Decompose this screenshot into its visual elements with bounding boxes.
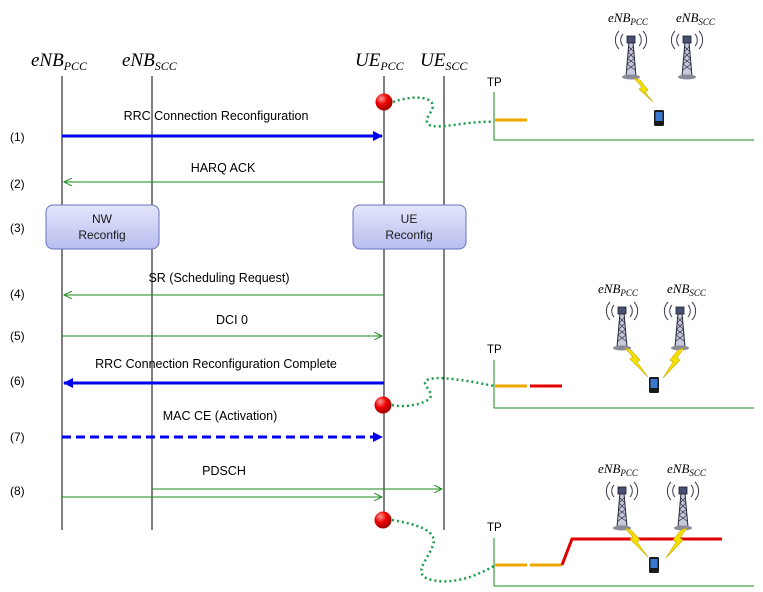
ue-phone-icon-2 — [649, 377, 659, 393]
entity-ue-pcc-sub: PCC — [379, 59, 404, 73]
ue-state-marker-3 — [374, 511, 392, 529]
entity-ue-pcc-main: UE — [355, 50, 381, 71]
tower-scc-icon-2 — [663, 301, 697, 351]
step-3: (3) — [10, 221, 25, 235]
link-bolt-pcc-2 — [624, 347, 649, 378]
nw-reconfig-line1: NW — [92, 212, 113, 226]
entity-enb-pcc-sub: PCC — [63, 59, 88, 73]
step-2: (2) — [10, 177, 25, 191]
msg-rrc-complete-label: RRC Connection Reconfiguration Complete — [95, 357, 337, 371]
svg-text:eNBPCC: eNBPCC — [31, 50, 88, 73]
ue-phone-icon-3 — [649, 557, 659, 573]
inset-1: TP eNBPCC eNBSCC — [375, 10, 754, 141]
entity-enb-pcc: eNBPCC — [31, 50, 88, 73]
msg-dci0-label: DCI 0 — [216, 313, 248, 327]
tower-pcc-icon-3 — [605, 481, 639, 531]
ue-state-marker-1 — [375, 93, 393, 111]
step-5: (5) — [10, 329, 25, 343]
entity-enb-scc-sub: SCC — [155, 59, 178, 73]
tp-label-2: TP — [487, 344, 502, 356]
antenna-label-scc-1: eNBSCC — [676, 10, 716, 27]
msg-sr-label: SR (Scheduling Request) — [148, 271, 289, 285]
inset-3: TP eNBPCC eNBSCC — [374, 461, 754, 587]
msg-rrc-reconfig-label: RRC Connection Reconfiguration — [124, 109, 309, 123]
entity-ue-scc: UESCC — [420, 50, 468, 73]
callout-connector-2 — [391, 376, 495, 408]
msg-pdsch-label: PDSCH — [202, 464, 246, 478]
callout-connector-1 — [392, 96, 495, 128]
step-8: (8) — [10, 484, 25, 498]
ue-reconfig-box: UE Reconfig — [352, 204, 467, 250]
antenna-label-pcc-3: eNBPCC — [598, 461, 639, 478]
entity-enb-scc-main: eNB — [122, 50, 155, 71]
msg-mac-ce-label: MAC CE (Activation) — [163, 409, 278, 423]
step-6: (6) — [10, 374, 25, 388]
tp-label-3: TP — [487, 522, 502, 534]
tower-pcc-icon-2 — [605, 301, 639, 351]
tower-scc-icon-1 — [670, 30, 704, 80]
entity-ue-pcc: UEPCC — [355, 50, 405, 73]
antenna-label-pcc-2: eNBPCC — [598, 281, 639, 298]
link-bolt-pcc-3 — [624, 527, 649, 558]
step-4: (4) — [10, 287, 25, 301]
ue-reconfig-line1: UE — [401, 212, 418, 226]
ue-phone-icon-1 — [654, 110, 664, 126]
msg-harq-ack-label: HARQ ACK — [191, 161, 256, 175]
ue-state-marker-2 — [374, 396, 392, 414]
link-bolt-pcc-1 — [633, 77, 654, 103]
svg-text:eNBSCC: eNBSCC — [122, 50, 178, 73]
step-1: (1) — [10, 130, 25, 144]
entity-ue-scc-main: UE — [420, 50, 446, 71]
svg-text:UESCC: UESCC — [420, 50, 468, 73]
antenna-label-pcc-1: eNBPCC — [608, 10, 649, 27]
tp-label-1: TP — [487, 77, 502, 89]
nw-reconfig-box: NW Reconfig — [45, 204, 160, 250]
antenna-label-scc-3: eNBSCC — [667, 461, 707, 478]
entity-ue-scc-sub: SCC — [445, 59, 468, 73]
link-bolt-scc-2 — [662, 347, 685, 379]
svg-text:UEPCC: UEPCC — [355, 50, 405, 73]
step-7: (7) — [10, 430, 25, 444]
nw-reconfig-line2: Reconfig — [78, 228, 125, 242]
entity-enb-pcc-main: eNB — [31, 50, 64, 71]
link-bolt-scc-3 — [665, 527, 688, 559]
tower-pcc-icon-1 — [614, 30, 648, 80]
antenna-label-scc-2: eNBSCC — [667, 281, 707, 298]
ue-reconfig-line2: Reconfig — [385, 228, 432, 242]
tp-combined-line-3 — [560, 537, 722, 566]
tower-scc-icon-3 — [666, 481, 700, 531]
callout-connector-3 — [391, 518, 495, 583]
entity-enb-scc: eNBSCC — [122, 50, 178, 73]
inset-2: TP eNBPCC eNBSCC — [374, 281, 754, 414]
